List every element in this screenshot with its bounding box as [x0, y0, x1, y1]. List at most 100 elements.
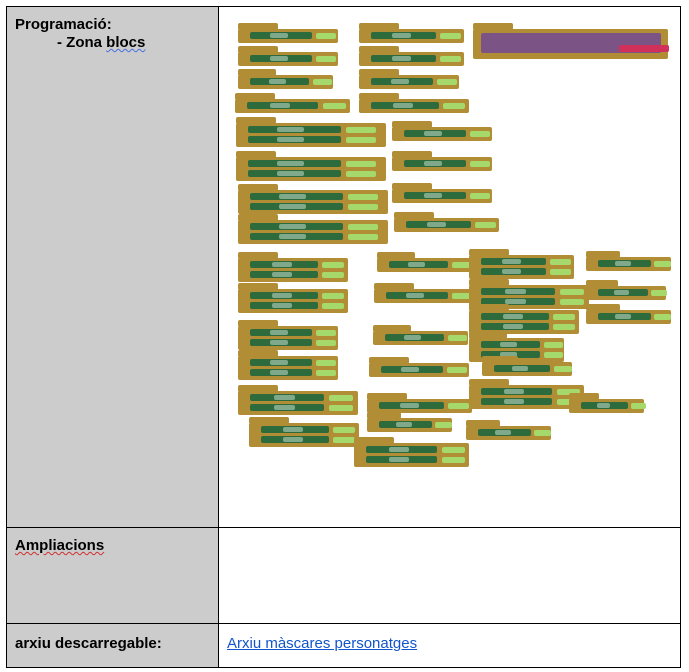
value-block [316, 33, 336, 39]
component-field [408, 262, 426, 267]
value-block [553, 366, 572, 372]
component-field [424, 131, 442, 136]
event-block-header [238, 69, 276, 76]
component-field [503, 399, 525, 404]
component-field [271, 303, 292, 308]
value-block [348, 234, 378, 240]
value-block [348, 204, 378, 210]
blocks-image-cell [219, 7, 680, 528]
component-field [279, 234, 306, 239]
event-block-header [586, 251, 620, 258]
event-block-header [369, 357, 409, 364]
component-field [271, 262, 292, 267]
value-block [553, 324, 576, 330]
value-block [316, 340, 336, 346]
event-block-header [238, 252, 278, 259]
component-field [401, 367, 419, 372]
component-field [282, 427, 303, 432]
event-block-header [466, 420, 500, 427]
component-field [501, 259, 521, 264]
value-block [451, 262, 471, 268]
value-block [448, 403, 470, 409]
event-block-header [238, 184, 278, 191]
value-block [559, 289, 584, 295]
component-field [424, 161, 442, 166]
component-field [270, 360, 288, 365]
value-block [322, 303, 345, 309]
component-field [270, 370, 288, 375]
download-link-cell: Arxiu màscares personatges [219, 624, 680, 667]
row-ampliacions-label-cell: Ampliacions [7, 528, 219, 624]
zona-blocs-label: - Zona blocs [57, 34, 145, 51]
event-block-header [238, 283, 278, 290]
event-block-header [377, 252, 415, 259]
value-block [447, 367, 467, 373]
value-block [651, 290, 668, 296]
event-block-header [469, 332, 507, 339]
event-block-header [359, 23, 399, 30]
component-field [596, 403, 610, 408]
component-field [270, 33, 288, 38]
event-block-header [586, 280, 618, 287]
value-block [441, 457, 465, 463]
event-block-header [392, 183, 432, 190]
component-field [391, 33, 411, 38]
download-label: arxiu descarregable: [15, 635, 162, 652]
value-block [346, 127, 376, 133]
component-field [503, 389, 525, 394]
event-block-header [569, 393, 599, 400]
event-block-header [249, 417, 289, 424]
value-block [435, 422, 453, 428]
app-inventor-blocks-image [219, 7, 682, 528]
event-block-header [373, 325, 411, 332]
component-field [270, 330, 288, 335]
component-field [502, 314, 523, 319]
value-block [470, 131, 490, 137]
component-field [271, 293, 292, 298]
value-block [328, 395, 353, 401]
component-field [269, 79, 287, 84]
ampliacions-label: Ampliacions [15, 537, 105, 554]
event-block-header [354, 437, 394, 444]
component-field [269, 103, 291, 108]
value-block [443, 103, 466, 109]
component-field [399, 403, 419, 408]
event-block-header [469, 304, 509, 311]
component-field [277, 171, 304, 176]
component-field [615, 261, 631, 266]
value-block [475, 222, 497, 228]
component-field [270, 340, 288, 345]
component-field [271, 272, 292, 277]
download-link[interactable]: Arxiu màscares personatges [227, 635, 418, 652]
event-block-header [367, 412, 401, 419]
component-field [388, 447, 410, 452]
value-block [312, 79, 332, 85]
value-block [316, 330, 336, 336]
component-field [279, 194, 306, 199]
component-field [512, 366, 529, 371]
event-block-header [482, 356, 518, 363]
value-block [543, 352, 563, 358]
value-block [316, 370, 336, 376]
component-field [270, 56, 288, 61]
event-block-header [469, 249, 509, 256]
component-field [273, 395, 296, 400]
event-block-header [359, 93, 399, 100]
event-block-header [238, 23, 278, 30]
event-block-header [238, 320, 278, 327]
value-block [316, 360, 336, 366]
event-block-header [367, 393, 407, 400]
value-block [534, 430, 552, 436]
component-field [614, 290, 629, 295]
value-block [440, 33, 462, 39]
component-field [502, 324, 523, 329]
event-block-header [586, 304, 620, 311]
event-block-header [236, 151, 276, 158]
row-download-label-cell: arxiu descarregable: [7, 624, 219, 667]
component-field [392, 103, 413, 108]
value-block [441, 447, 465, 453]
value-block [328, 405, 353, 411]
value-block [322, 272, 345, 278]
zona-word: blocs [106, 34, 146, 51]
zona-prefix: - Zona [57, 34, 107, 51]
